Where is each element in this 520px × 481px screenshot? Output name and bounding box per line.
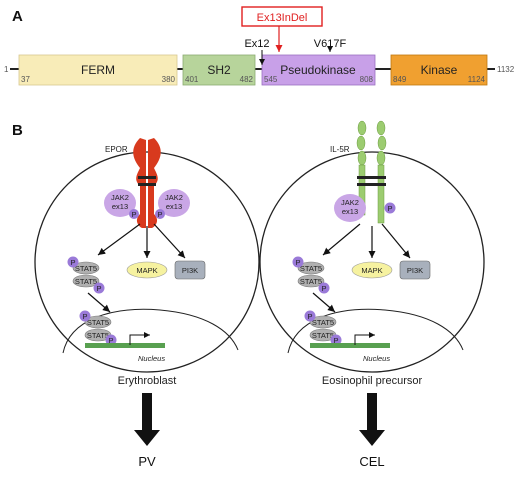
jak2-right-a: JAK2 ex13 P <box>155 189 190 219</box>
phospho-stat-right-2: P <box>321 284 326 293</box>
stat5-nuc-left-1: STAT5 <box>87 318 109 327</box>
phospho-nuc-left-2: P <box>108 336 113 345</box>
mutation-v617f: V617F <box>314 38 347 52</box>
nucleus-label-left: Nucleus <box>138 354 165 363</box>
domain-ferm-start: 37 <box>21 75 30 84</box>
panel-a-letter: A <box>12 8 23 25</box>
arrow-to-stat-right <box>322 223 361 256</box>
protein-start-label: 1 <box>4 65 9 74</box>
pi3k-label-left: PI3K <box>182 266 198 275</box>
epor-label: EPOR <box>105 145 128 154</box>
erythroblast-diagram: EPOR JAK2 ex13 P JAK2 ex13 P <box>34 138 260 469</box>
phospho-stat-left-2: P <box>96 284 101 293</box>
arrow-to-pi3k-right <box>381 223 411 259</box>
stat5-right-2: STAT5 <box>300 277 322 286</box>
jak2-left-a: JAK2 ex13 P <box>104 189 139 219</box>
domain-kinase-start: 849 <box>393 75 407 84</box>
erythroblast-label: Erythroblast <box>118 375 177 387</box>
phospho-jak-left-b: P <box>157 210 162 219</box>
ex13indel-box <box>241 6 323 27</box>
arrow-to-nucleus-left <box>87 292 111 313</box>
epor-receptor <box>133 138 161 228</box>
eosinophil-label: Eosinophil precursor <box>322 375 423 387</box>
stat5-cluster-right: STAT5 STAT5 P P <box>292 256 330 294</box>
phospho-jak-left-a: P <box>131 210 136 219</box>
domain-ferm-end: 380 <box>162 75 176 84</box>
domain-kinase-label: Kinase <box>421 63 458 77</box>
nucleus-label-right: Nucleus <box>363 354 390 363</box>
cel-label: CEL <box>359 454 384 469</box>
domain-pseudokinase-start: 545 <box>264 75 278 84</box>
pv-label: PV <box>138 454 156 469</box>
pi3k-right: PI3K <box>399 260 431 280</box>
arrow-to-stat-left <box>97 223 141 256</box>
mapk-right: MAPK <box>351 261 393 279</box>
arrow-to-cel <box>359 393 385 446</box>
il5r-receptor <box>356 120 387 224</box>
stat5-nuc-right-2: STAT5 <box>312 331 334 340</box>
gene-left <box>85 343 165 348</box>
pi3k-left: PI3K <box>174 260 206 280</box>
nuclear-stat5-left: STAT5 STAT5 P P <box>79 310 117 346</box>
arrow-to-nucleus-right <box>312 292 336 313</box>
nucleus-membrane-right <box>287 308 464 354</box>
domain-kinase-end: 1124 <box>468 75 486 84</box>
phospho-nuc-left-1: P <box>82 312 87 321</box>
stat5-right-1: STAT5 <box>300 264 322 273</box>
stat5-nuc-right-1: STAT5 <box>312 318 334 327</box>
phospho-stat-right-1: P <box>295 258 300 267</box>
jak2-label-right: JAK2 <box>341 198 359 207</box>
jak2-ex13-label-left-b: ex13 <box>166 202 182 211</box>
domain-sh2-label: SH2 <box>207 63 231 77</box>
domain-sh2-start: 401 <box>185 75 199 84</box>
ex12-label: Ex12 <box>244 38 269 50</box>
pi3k-label-right: PI3K <box>407 266 423 275</box>
arrow-to-pv <box>134 393 160 446</box>
eosinophil-diagram: IL-5R JAK2 ex13 P STAT5 <box>259 120 485 469</box>
protein-end-label: 1132 <box>497 65 515 74</box>
domain-pseudokinase: Pseudokinase 545 808 <box>261 54 376 86</box>
nucleus-membrane-left <box>62 308 239 354</box>
jak2-label-left-a: JAK2 <box>111 193 129 202</box>
jak2-right: JAK2 ex13 P <box>334 194 396 222</box>
transcription-arrow-left <box>129 332 150 345</box>
arrow-to-pi3k-left <box>153 223 186 259</box>
phospho-nuc-right-1: P <box>307 312 312 321</box>
mutation-ex12: Ex12 <box>244 38 270 65</box>
v617f-label: V617F <box>314 38 347 50</box>
domain-ferm-label: FERM <box>81 63 115 77</box>
jak2-ex13-label-right: ex13 <box>342 207 358 216</box>
domain-kinase: Kinase 849 1124 <box>390 54 488 86</box>
transcription-arrow-right <box>354 332 375 345</box>
stat5-left-2: STAT5 <box>75 277 97 286</box>
mutation-ex13indel: Ex13InDel <box>241 6 323 52</box>
panel-b-letter: B <box>12 122 23 139</box>
stat5-cluster-left: STAT5 STAT5 P P <box>67 256 105 294</box>
ex13indel-label: Ex13InDel <box>257 12 308 24</box>
stat5-left-1: STAT5 <box>75 264 97 273</box>
mapk-label-right: MAPK <box>361 266 382 275</box>
domain-sh2: SH2 401 482 <box>182 54 256 86</box>
domain-sh2-end: 482 <box>240 75 254 84</box>
phospho-receptor-right: P <box>387 204 392 213</box>
domain-ferm: FERM 37 380 <box>18 54 178 86</box>
jak2-label-left-b: JAK2 <box>165 193 183 202</box>
domain-pseudokinase-end: 808 <box>360 75 374 84</box>
phospho-stat-left-1: P <box>70 258 75 267</box>
gene-right <box>310 343 390 348</box>
il5r-label: IL-5R <box>330 145 350 154</box>
stat5-nuc-left-2: STAT5 <box>87 331 109 340</box>
mapk-left: MAPK <box>126 261 168 279</box>
phospho-nuc-right-2: P <box>333 336 338 345</box>
domain-pseudokinase-label: Pseudokinase <box>280 63 356 77</box>
jak2-ex13-label-left-a: ex13 <box>112 202 128 211</box>
nuclear-stat5-right: STAT5 STAT5 P P <box>304 310 342 346</box>
mapk-label-left: MAPK <box>136 266 157 275</box>
